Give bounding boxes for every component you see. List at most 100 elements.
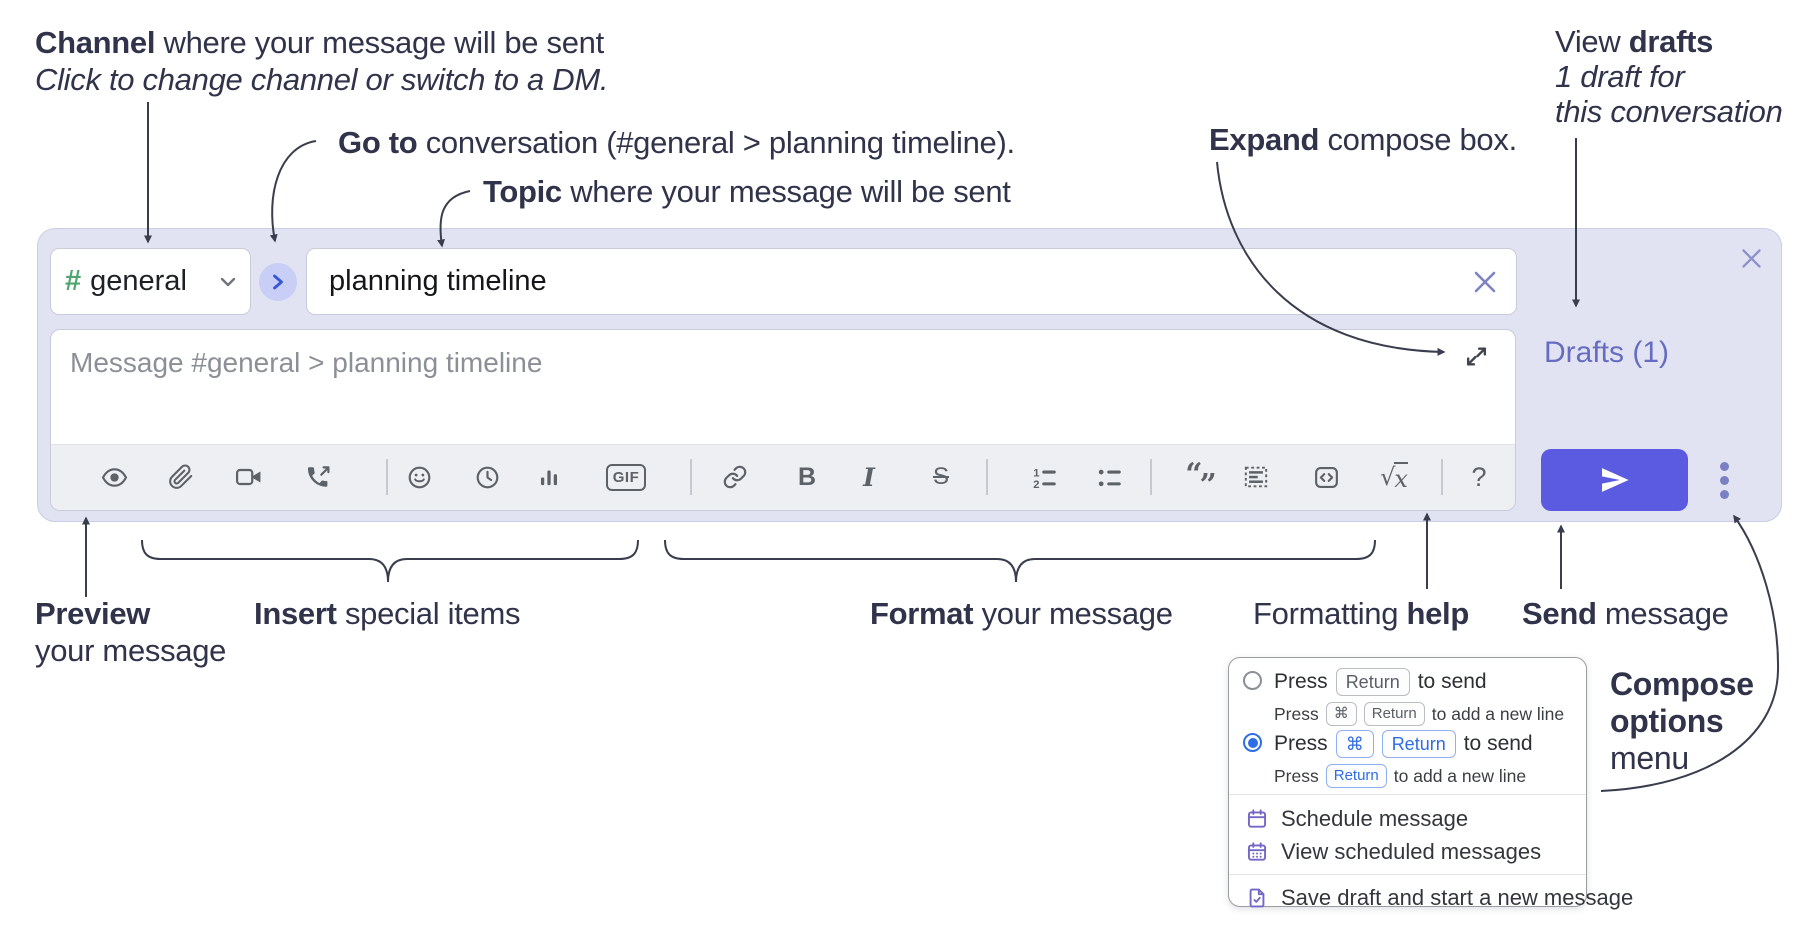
paperclip-icon bbox=[169, 464, 193, 489]
bold-button[interactable]: B bbox=[785, 455, 829, 499]
question-mark-icon: ? bbox=[1471, 461, 1487, 492]
drafts-link[interactable]: Drafts (1) bbox=[1544, 336, 1670, 369]
eye-icon bbox=[101, 467, 127, 487]
annotation-help: Formatting help bbox=[1253, 596, 1470, 631]
annotation-channel-rest: where your message will be sent bbox=[155, 25, 605, 60]
menu-item-schedule-message[interactable]: Schedule message bbox=[1246, 802, 1468, 836]
cmd-key-badge: ⌘ bbox=[1335, 730, 1374, 758]
menu-divider bbox=[1229, 874, 1586, 875]
compose-box: # general planning timeline Message #gen… bbox=[37, 228, 1782, 522]
annotation-channel-bold: Channel bbox=[35, 25, 156, 60]
channel-name: general bbox=[90, 265, 187, 297]
draft-document-icon bbox=[1249, 888, 1265, 908]
toolbar-divider bbox=[1150, 459, 1152, 495]
svg-text:1: 1 bbox=[1033, 467, 1039, 479]
gif-icon: GIF bbox=[605, 463, 647, 491]
message-input[interactable]: Message #general > planning timeline bbox=[50, 329, 1516, 511]
bar-chart-icon bbox=[540, 470, 558, 486]
ordered-list-button[interactable]: 1 2 bbox=[1022, 455, 1066, 499]
menu-divider bbox=[1229, 794, 1586, 795]
annotation-compose-options: Compose options menu bbox=[1610, 666, 1754, 776]
channel-hash-icon: # bbox=[65, 265, 82, 297]
annotation-expand: Expand compose box. bbox=[1209, 122, 1517, 157]
code-button[interactable] bbox=[1304, 455, 1348, 499]
message-placeholder: Message #general > planning timeline bbox=[70, 347, 543, 378]
blockquote-button[interactable]: “” bbox=[1179, 455, 1223, 501]
bold-icon: B bbox=[797, 462, 817, 491]
calendar-grid-icon bbox=[1247, 842, 1267, 861]
chevron-right-icon bbox=[273, 274, 283, 290]
annotation-insert: Insert special items bbox=[254, 596, 521, 631]
clock-icon bbox=[476, 466, 498, 488]
topic-input[interactable]: planning timeline bbox=[306, 248, 1517, 315]
formula-icon: √ bbox=[1380, 463, 1396, 491]
italic-button[interactable]: I bbox=[847, 455, 891, 499]
link-icon bbox=[723, 465, 747, 489]
return-key-badge: Return bbox=[1381, 730, 1456, 758]
help-button[interactable]: ? bbox=[1457, 455, 1501, 499]
toolbar-divider bbox=[1441, 459, 1443, 495]
formatting-toolbar: GIF B I S 1 bbox=[51, 444, 1515, 510]
bullet-list-icon bbox=[1098, 469, 1121, 486]
clock-button[interactable] bbox=[465, 455, 509, 499]
annotation-goto: Go to conversation (#general > planning … bbox=[338, 125, 1015, 160]
annotation-preview: Preview your message bbox=[35, 596, 227, 668]
video-camera-icon bbox=[235, 468, 261, 486]
annotation-format: Format your message bbox=[870, 596, 1173, 631]
diagonal-expand-arrows-icon bbox=[1466, 347, 1487, 366]
cmd-key-badge: ⌘ bbox=[1325, 702, 1357, 726]
svg-text:2: 2 bbox=[1033, 479, 1039, 491]
gif-button[interactable]: GIF bbox=[604, 455, 648, 499]
bullet-list-button[interactable] bbox=[1087, 455, 1131, 499]
chevron-down-icon bbox=[220, 277, 236, 286]
toolbar-divider bbox=[986, 459, 988, 495]
code-block-button[interactable] bbox=[1234, 455, 1278, 499]
calendar-icon bbox=[1247, 809, 1267, 828]
formula-button[interactable]: √x bbox=[1372, 455, 1416, 499]
ordered-list-icon: 1 2 bbox=[1033, 467, 1056, 491]
code-icon bbox=[1314, 466, 1338, 488]
emoji-button[interactable] bbox=[397, 455, 441, 499]
strikethrough-icon: S bbox=[932, 463, 949, 490]
send-plane-icon bbox=[1601, 468, 1629, 492]
phone-call-icon bbox=[307, 465, 329, 487]
video-button[interactable] bbox=[227, 455, 271, 499]
annotation-view-drafts: View drafts 1 draft for this conversatio… bbox=[1555, 24, 1783, 129]
preview-button[interactable] bbox=[92, 455, 136, 499]
toolbar-divider bbox=[690, 459, 692, 495]
menu-item-save-draft[interactable]: Save draft and start a new message bbox=[1246, 881, 1633, 915]
goto-arrow bbox=[269, 140, 317, 243]
expand-icon[interactable] bbox=[1464, 344, 1489, 369]
poll-button[interactable] bbox=[527, 455, 571, 499]
x-icon bbox=[1474, 271, 1496, 292]
code-block-icon bbox=[1244, 466, 1268, 488]
insert-brace bbox=[141, 539, 639, 583]
return-key-badge: Return bbox=[1335, 668, 1410, 696]
attach-button[interactable] bbox=[159, 455, 203, 499]
italic-icon: I bbox=[863, 462, 875, 492]
return-key-badge: Return bbox=[1363, 702, 1425, 726]
format-brace bbox=[664, 539, 1376, 583]
blockquote-icon: “ bbox=[1185, 457, 1203, 492]
x-icon bbox=[1742, 249, 1761, 268]
send-button[interactable] bbox=[1541, 449, 1688, 511]
annotation-channel: Channel where your message will be sent … bbox=[35, 24, 609, 98]
smiley-icon bbox=[408, 466, 430, 488]
radio-selected[interactable] bbox=[1243, 733, 1262, 752]
clear-topic-icon[interactable] bbox=[1472, 269, 1498, 295]
return-key-badge: Return bbox=[1325, 764, 1387, 788]
link-button[interactable] bbox=[713, 455, 757, 499]
close-icon[interactable] bbox=[1740, 247, 1763, 270]
radio-unselected[interactable] bbox=[1243, 671, 1262, 690]
menu-item-view-scheduled-messages[interactable]: View scheduled messages bbox=[1246, 835, 1541, 869]
call-button[interactable] bbox=[296, 455, 340, 499]
channel-selector[interactable]: # general bbox=[50, 248, 251, 315]
toolbar-divider bbox=[386, 459, 388, 495]
strikethrough-button[interactable]: S bbox=[919, 455, 963, 499]
compose-options-icon[interactable] bbox=[1715, 455, 1733, 505]
go-to-conversation-button[interactable] bbox=[259, 263, 297, 301]
